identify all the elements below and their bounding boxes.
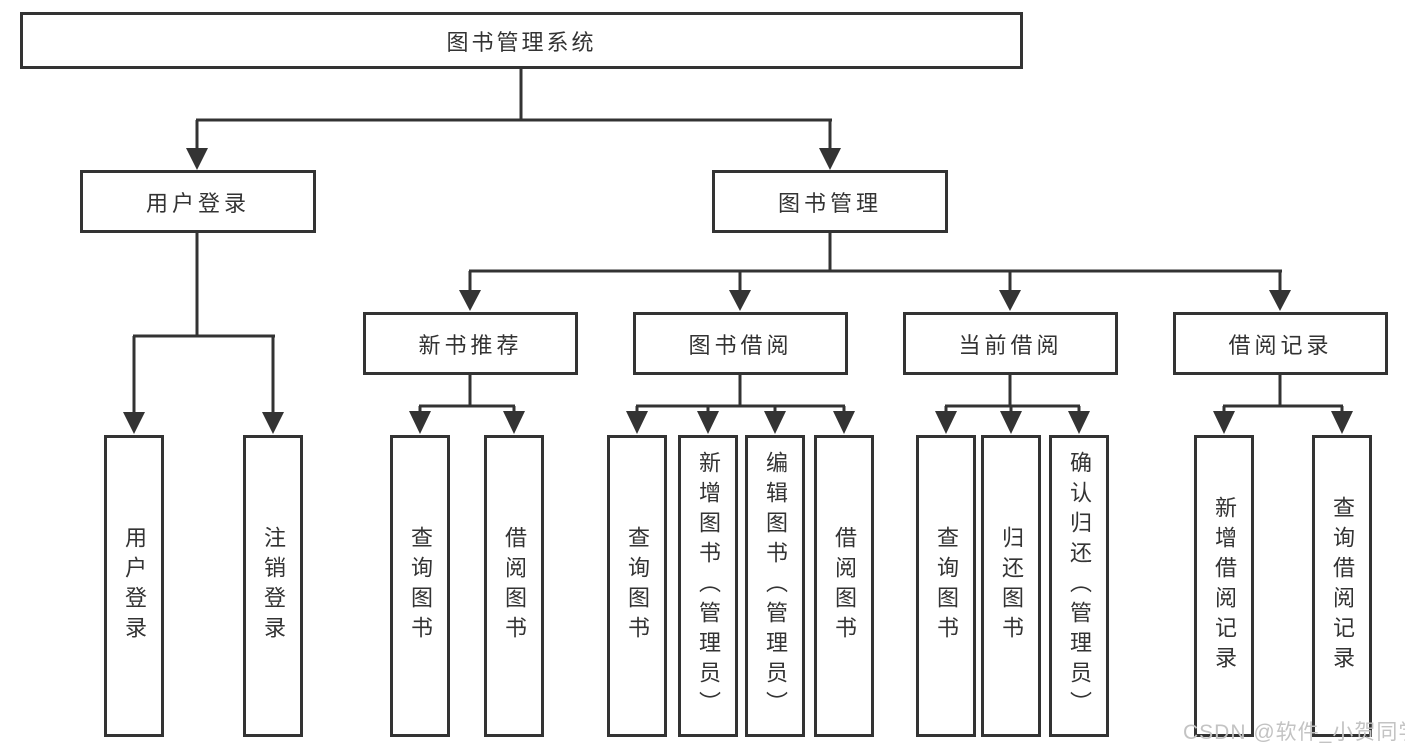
leaf-cb-confirm-return-admin: 确认归还（管理员）	[1049, 435, 1109, 737]
leaf-logout: 注销登录	[243, 435, 303, 737]
leaf-nb-borrow-books: 借阅图书	[484, 435, 544, 737]
leaf-bb-borrow-books: 借阅图书	[814, 435, 874, 737]
leaf-br-query-record: 查询借阅记录	[1312, 435, 1372, 737]
node-book-borrow: 图书借阅	[633, 312, 848, 375]
leaf-nb-query-books: 查询图书	[390, 435, 450, 737]
node-new-book-recommend: 新书推荐	[363, 312, 578, 375]
leaf-bb-query-books: 查询图书	[607, 435, 667, 737]
leaf-cb-query-books: 查询图书	[916, 435, 976, 737]
leaf-bb-edit-book-admin: 编辑图书（管理员）	[745, 435, 805, 737]
watermark: CSDN @软件_小贺同学	[1183, 721, 1405, 744]
node-current-borrow: 当前借阅	[903, 312, 1118, 375]
leaf-br-add-record: 新增借阅记录	[1194, 435, 1254, 737]
node-user-login: 用户登录	[80, 170, 316, 233]
node-root: 图书管理系统	[20, 12, 1023, 69]
leaf-bb-add-book-admin: 新增图书（管理员）	[678, 435, 738, 737]
node-borrow-records: 借阅记录	[1173, 312, 1388, 375]
leaf-user-login: 用户登录	[104, 435, 164, 737]
leaf-cb-return-books: 归还图书	[981, 435, 1041, 737]
node-book-management: 图书管理	[712, 170, 948, 233]
